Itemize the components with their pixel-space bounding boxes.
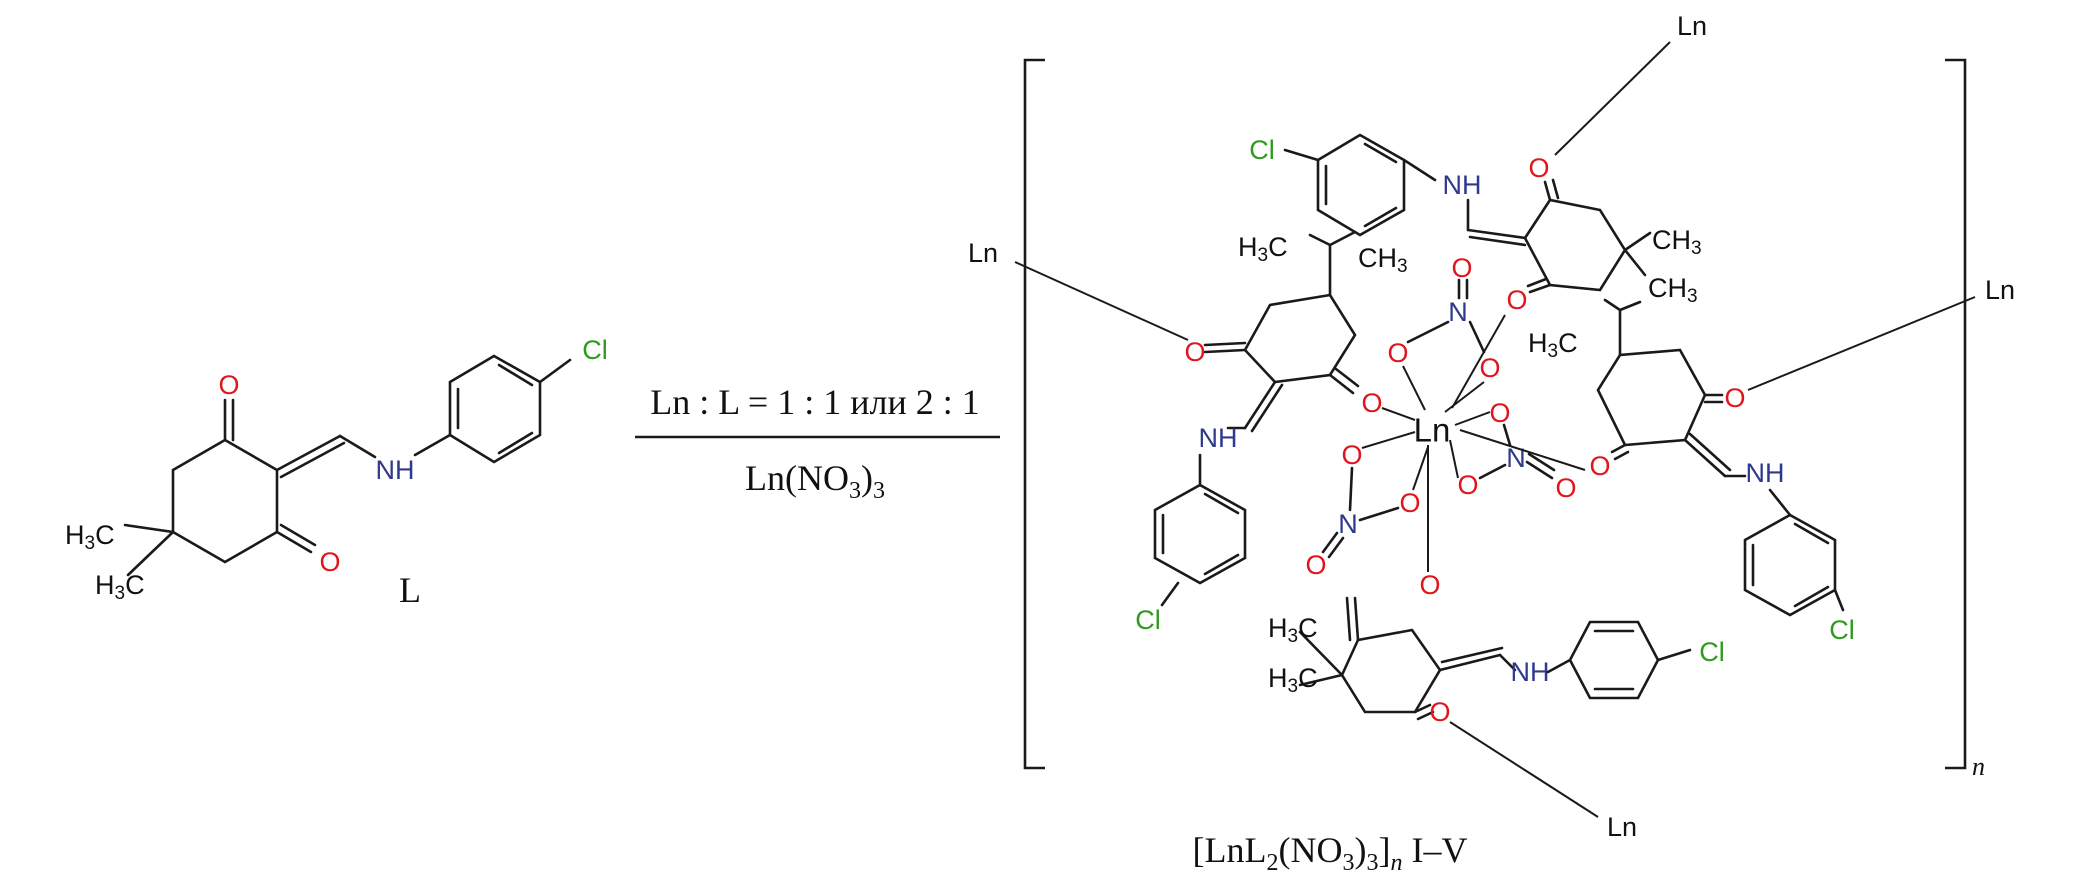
ln-left: Ln bbox=[968, 238, 998, 268]
right-bracket bbox=[1945, 58, 1967, 770]
ligand-cl: Cl bbox=[582, 335, 608, 365]
nitrate3-o2: O bbox=[1399, 488, 1420, 518]
left-ligand-o1: O bbox=[1184, 337, 1205, 367]
left-ligand-nh: NH bbox=[1199, 423, 1238, 453]
ligand-nh: NH bbox=[376, 455, 415, 485]
bottom-methyl-1: H3C bbox=[1268, 613, 1318, 647]
ligand-L: O O NH Cl H3C H3C L bbox=[65, 335, 608, 610]
left-ligand-cl: Cl bbox=[1135, 605, 1161, 635]
reaction-arrow-group: Ln : L = 1 : 1 или 2 : 1 Ln(NO3)3 bbox=[635, 382, 1002, 504]
nitrate3-n: N bbox=[1338, 509, 1358, 539]
nitrate1-o2: O bbox=[1387, 338, 1408, 368]
top-ligand-nh: NH bbox=[1443, 170, 1482, 200]
nitrate1-n: N bbox=[1448, 297, 1468, 327]
ln-bottom: Ln bbox=[1607, 812, 1637, 842]
right-ligand-cl: Cl bbox=[1829, 615, 1855, 645]
polymer-brackets: n bbox=[1023, 58, 1985, 781]
left-ligand-o2: O bbox=[1361, 388, 1382, 418]
left-methyl-2: CH3 bbox=[1358, 243, 1408, 277]
bottom-methyl-2: H3C bbox=[1268, 663, 1318, 697]
nitrate1-o1: O bbox=[1451, 253, 1472, 283]
top-ligand-o1: O bbox=[1528, 153, 1549, 183]
right-ligand-o1: O bbox=[1724, 383, 1745, 413]
right-ligand-nh: NH bbox=[1746, 458, 1785, 488]
ln-top: Ln bbox=[1677, 11, 1707, 41]
top-ligand-o2: O bbox=[1506, 285, 1527, 315]
nitrate2-o1: O bbox=[1489, 398, 1510, 428]
ln-right: Ln bbox=[1985, 275, 2015, 305]
product-formula: [LnL2(NO3)3]n I–V bbox=[1193, 830, 1468, 874]
nitrate1-o3: O bbox=[1479, 353, 1500, 383]
bottom-ligand-o1: O bbox=[1419, 570, 1440, 600]
complex-structure: Ln Cl NH O O CH3 CH3 Ln bbox=[968, 11, 2015, 842]
ligand-oxygen-bottom: O bbox=[319, 547, 340, 577]
left-bracket bbox=[1023, 58, 1045, 770]
nitrate3-o3: O bbox=[1305, 550, 1326, 580]
central-ln: Ln bbox=[1414, 412, 1451, 449]
bottom-ligand-o2: O bbox=[1429, 697, 1450, 727]
nitrate2-o2: O bbox=[1457, 470, 1478, 500]
left-methyl-1: H3C bbox=[1238, 232, 1288, 266]
reaction-reagent: Ln(NO3)3 bbox=[745, 458, 885, 504]
nitrate3-o1: O bbox=[1341, 440, 1362, 470]
bottom-ligand-cl: Cl bbox=[1699, 637, 1725, 667]
ligand-label: L bbox=[399, 570, 421, 610]
nitrate2-o3: O bbox=[1555, 473, 1576, 503]
top-methyl-1: CH3 bbox=[1652, 225, 1702, 259]
top-methyl-2: CH3 bbox=[1648, 273, 1698, 307]
right-ligand-o2: O bbox=[1589, 451, 1610, 481]
ligand-methyl-2: H3C bbox=[95, 570, 145, 604]
ligand-methyl-1: H3C bbox=[65, 520, 115, 554]
reaction-conditions: Ln : L = 1 : 1 или 2 : 1 bbox=[650, 382, 979, 422]
top-ligand-cl: Cl bbox=[1249, 135, 1275, 165]
ligand-oxygen-top: O bbox=[218, 370, 239, 400]
polymer-n: n bbox=[1972, 752, 1985, 781]
bottom-ligand-nh: NH bbox=[1511, 657, 1550, 687]
right-methyl-1: H3C bbox=[1528, 328, 1578, 362]
